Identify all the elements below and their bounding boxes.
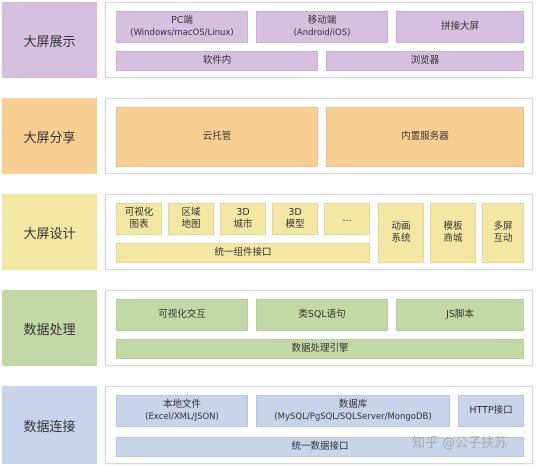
cell-visual-interaction: 可视化交互 <box>116 299 248 331</box>
cell-animation-system-l1: 动画 <box>391 221 411 232</box>
row-panel-share: 云托管 内置服务器 <box>105 98 533 174</box>
cell-3d-city: 3D 城市 <box>220 203 266 235</box>
cell-template-store-l2: 商城 <box>443 233 463 244</box>
cell-animation-system: 动画 系统 <box>378 203 424 263</box>
cell-multiscreen-interaction-l1: 多屏 <box>493 221 513 232</box>
row-label-design: 大屏设计 <box>2 194 97 270</box>
cell-pc-title: PC端 <box>171 15 193 26</box>
cell-region-map: 区域 地图 <box>168 203 214 235</box>
cell-data-engine: 数据处理引擎 <box>116 339 524 359</box>
cell-in-app: 软件内 <box>116 51 318 71</box>
cell-browser-title: 浏览器 <box>410 55 440 66</box>
cell-mobile-sub: (Android/iOS) <box>293 28 351 38</box>
cell-builtin-server-title: 内置服务器 <box>401 131 449 142</box>
cell-sql-like: 类SQL语句 <box>256 299 388 331</box>
row-label-processing: 数据处理 <box>2 290 97 366</box>
cell-region-map-l1: 区域 <box>181 207 201 218</box>
row-label-connection: 数据连接 <box>2 386 97 464</box>
cell-visual-charts: 可视化 图表 <box>116 203 162 235</box>
row-panel-design: 可视化 图表 区域 地图 3D 城市 3D 模型 ... 动画 系统 模板 商城… <box>105 194 533 270</box>
row-panel-processing: 可视化交互 类SQL语句 JS脚本 数据处理引擎 <box>105 290 533 366</box>
cell-http-api-title: HTTP接口 <box>469 405 513 416</box>
cell-unified-data-api: 统一数据接口 <box>116 437 524 457</box>
cell-cloud-hosting: 云托管 <box>116 107 318 167</box>
cell-template-store-l1: 模板 <box>443 221 463 232</box>
cell-database: 数据库 (MySQL/PgSQL/SQLServer/MongoDB) <box>256 395 450 427</box>
cell-3d-city-l2: 城市 <box>233 219 253 230</box>
cell-visual-charts-l1: 可视化 <box>124 207 154 218</box>
cell-mobile-title: 移动端 <box>307 15 337 26</box>
cell-3d-model: 3D 模型 <box>272 203 318 235</box>
cell-unified-component-api-title: 统一组件接口 <box>214 247 272 258</box>
cell-unified-component-api: 统一组件接口 <box>116 243 370 263</box>
cell-region-map-l2: 地图 <box>181 219 201 230</box>
cell-local-file-title: 本地文件 <box>162 399 201 410</box>
cell-ellipsis: ... <box>324 203 370 235</box>
cell-database-sub: (MySQL/PgSQL/SQLServer/MongoDB) <box>274 412 432 422</box>
cell-3d-model-l1: 3D <box>288 207 302 218</box>
cell-multiscreen-interaction-l2: 互动 <box>493 233 513 244</box>
cell-3d-model-l2: 模型 <box>285 219 305 230</box>
cell-js-script-title: JS脚本 <box>446 309 474 320</box>
cell-js-script: JS脚本 <box>396 299 524 331</box>
cell-video-wall-title: 拼接大屏 <box>440 21 479 32</box>
row-label-display: 大屏展示 <box>2 2 97 78</box>
cell-visual-interaction-title: 可视化交互 <box>158 309 206 320</box>
cell-video-wall: 拼接大屏 <box>396 11 524 43</box>
row-label-share: 大屏分享 <box>2 98 97 174</box>
cell-ellipsis-l1: ... <box>342 213 352 224</box>
cell-local-file: 本地文件 (Excel/XML/JSON) <box>116 395 248 427</box>
cell-database-title: 数据库 <box>338 399 368 410</box>
cell-in-app-title: 软件内 <box>202 55 232 66</box>
cell-sql-like-title: 类SQL语句 <box>298 309 346 320</box>
cell-unified-data-api-title: 统一数据接口 <box>291 441 349 452</box>
cell-data-engine-title: 数据处理引擎 <box>291 343 349 354</box>
cell-pc-sub: (Windows/macOS/Linux) <box>130 28 234 38</box>
cell-visual-charts-l2: 图表 <box>129 219 149 230</box>
cell-builtin-server: 内置服务器 <box>326 107 524 167</box>
cell-animation-system-l2: 系统 <box>391 233 411 244</box>
watermark: 知乎 @公子扶苏 <box>412 436 508 451</box>
cell-http-api: HTTP接口 <box>458 395 524 427</box>
row-panel-display: PC端 (Windows/macOS/Linux) 移动端 (Android/i… <box>105 2 533 78</box>
row-panel-connection: 本地文件 (Excel/XML/JSON) 数据库 (MySQL/PgSQL/S… <box>105 386 533 464</box>
cell-cloud-hosting-title: 云托管 <box>202 131 232 142</box>
cell-mobile: 移动端 (Android/iOS) <box>256 11 388 43</box>
cell-template-store: 模板 商城 <box>430 203 476 263</box>
cell-browser: 浏览器 <box>326 51 524 71</box>
cell-pc: PC端 (Windows/macOS/Linux) <box>116 11 248 43</box>
cell-multiscreen-interaction: 多屏 互动 <box>482 203 524 263</box>
cell-3d-city-l1: 3D <box>236 207 250 218</box>
cell-local-file-sub: (Excel/XML/JSON) <box>145 412 219 422</box>
